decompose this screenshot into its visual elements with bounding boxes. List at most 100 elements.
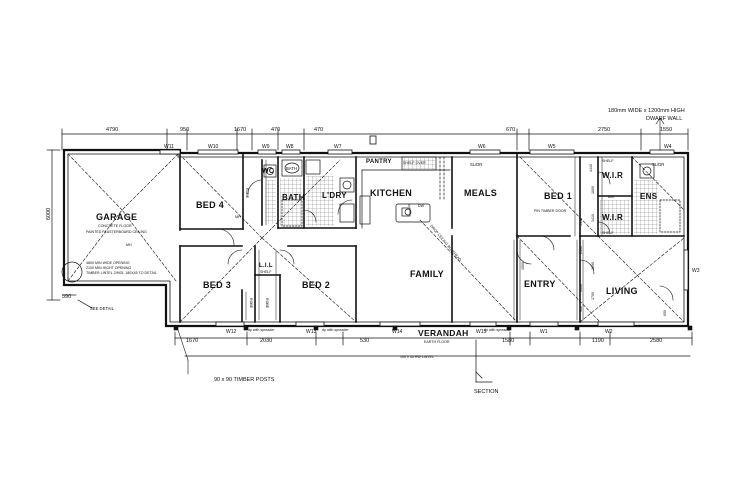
windows-top <box>159 149 675 155</box>
room-entry: ENTRY <box>524 279 556 289</box>
tile-areas <box>266 158 658 234</box>
dim-left: 6000 <box>46 208 52 220</box>
window-w7: W7 <box>334 144 342 150</box>
north-marker-icon <box>369 135 377 145</box>
bottom-dimension-line <box>174 331 693 357</box>
room-bed3: BED 3 <box>203 280 231 290</box>
side-dim-4: 1890 <box>591 262 595 270</box>
window-w1: W1 <box>540 329 548 335</box>
top-dimension-labels: 4790 950 1670 470 470 670 2750 1550 <box>106 127 672 133</box>
bath-fixture-label: BATH <box>286 166 297 171</box>
dim-bottom-6: 2580 <box>650 338 662 344</box>
room-wir-bottom: W.I.R <box>602 213 623 222</box>
room-bed4: BED 4 <box>196 200 224 210</box>
section-label: SECTION <box>474 389 498 395</box>
interior-walls <box>179 152 685 323</box>
island-sink: S <box>408 204 411 208</box>
dim-bottom-4: 1580 <box>502 338 514 344</box>
windows-bottom <box>215 249 689 327</box>
robe-bed3-label: ROBE <box>249 298 253 309</box>
verandah-floor-note: EARTH FLOOR <box>424 340 450 344</box>
window-w10: W10 <box>208 144 219 150</box>
garage-opening-note-2: 2100 MIN HIGHT OPENING <box>86 266 131 270</box>
room-bed2: BED 2 <box>302 280 330 290</box>
mh-bed4-label: MH <box>235 215 241 219</box>
window-w2: W2 <box>605 329 613 335</box>
room-bath: BATH <box>282 193 305 202</box>
dim-top-6: 670 <box>506 127 515 133</box>
dim-bottom-1: 1670 <box>186 338 198 344</box>
side-dim-12: 650 <box>663 310 667 316</box>
robe-bed2-label: ROBE <box>265 298 269 309</box>
room-meals: MEALS <box>464 188 497 198</box>
window-w5: W5 <box>548 144 556 150</box>
dim-top-7: 2750 <box>598 127 610 133</box>
window-w15: W15 <box>476 329 487 335</box>
window-labels: W11 W10 W9 W8 W7 W6 W5 W4 W3 W2 W1 W12 W… <box>164 144 700 335</box>
side-dim-2: 1000 <box>591 186 595 194</box>
kitchen-benches <box>361 156 451 229</box>
dim-top-8: 1550 <box>660 127 672 133</box>
window-w4: W4 <box>664 144 672 150</box>
dwarf-wall-note-2: DWARF WALL <box>646 116 682 122</box>
garage-floor-note: CONCRETE FLOOR <box>98 224 132 228</box>
side-dim-10: 800 <box>608 195 614 199</box>
garage-opening-note-3: TIMBER LINTEL 2/MGL 180X45 TO DETAIL <box>86 271 157 275</box>
pantry-shelf-note: SHELF OVER <box>403 161 426 165</box>
top-dimension-line <box>61 128 689 151</box>
room-verandah: VERANDAH <box>418 328 469 338</box>
side-dimension-labels: 1410 1000 1410 1890 1700 2100 3300 1500 … <box>521 164 667 316</box>
dim-top-1: 4790 <box>106 127 118 133</box>
dim-garage-small: 590 <box>62 294 71 300</box>
window-w9: W9 <box>262 144 270 150</box>
window-w6: W6 <box>478 144 486 150</box>
window-w14: W14 <box>392 329 403 335</box>
side-dim-5: 1700 <box>591 292 595 300</box>
dim-top-4: 470 <box>271 127 280 133</box>
room-kitchen: KITCHEN <box>370 188 412 198</box>
pin-timber-door-note: PIN TIMBER DOOR <box>534 209 567 213</box>
room-labels: GARAGE CONCRETE FLOOR PAINTED PLASTERBOA… <box>86 159 664 344</box>
left-dimension-line <box>46 149 61 301</box>
island-dishwasher: DW <box>418 204 425 208</box>
timber-posts-note: 90 x 90 TIMBER POSTS <box>214 377 275 383</box>
dim-bottom-2: 2030 <box>260 338 272 344</box>
dp-spreader-1: dp with spreader <box>248 328 275 332</box>
dp-spreader-2: dp with spreader <box>322 328 349 332</box>
side-dim-1: 1410 <box>589 164 593 172</box>
verandah-lintel-note: 100 x 45 HW LINTEL <box>400 355 434 359</box>
room-ensuite: ENS <box>640 192 658 201</box>
ensuite-slider-door: SL/DR <box>652 162 664 167</box>
side-dim-3: 1410 <box>591 214 595 222</box>
side-dim-7: 3300 <box>579 284 583 292</box>
room-bed1: BED 1 <box>544 191 572 201</box>
wir-bottom-shelf: SHELF <box>602 231 614 235</box>
dp-spreader-3: dp with spreader <box>484 328 511 332</box>
dim-top-5: 470 <box>314 127 323 133</box>
bulkhead-note: DROP CEILING BULKHEAD <box>429 224 462 262</box>
bottom-dimension-labels: 1670 2030 530 1580 1190 2580 <box>186 338 662 344</box>
side-dim-11: 1410 <box>579 218 583 226</box>
garage-opening-detail <box>61 261 93 309</box>
window-w8: W8 <box>286 144 294 150</box>
dwarf-wall-note-1: 180mm WIDE x 1200mm HIGH <box>608 108 685 114</box>
see-detail-note: SEE DETAIL <box>90 306 115 311</box>
room-lil: L.I.L <box>259 263 273 269</box>
mh-garage-label: MH <box>126 243 132 247</box>
window-w13: W13 <box>306 329 317 335</box>
room-wir-top: W.I.R <box>602 171 623 180</box>
side-dim-6: 2100 <box>579 246 583 254</box>
side-dim-8: 1500 <box>521 262 525 270</box>
room-family: FAMILY <box>410 269 444 279</box>
posts-callout <box>177 329 189 375</box>
window-w3: W3 <box>692 268 700 274</box>
dim-top-3: 1670 <box>234 127 246 133</box>
dim-bottom-5: 1190 <box>592 338 604 344</box>
robe-bed4-label: ROBE <box>245 188 249 199</box>
wir-top-shelf: SHELF <box>602 159 614 163</box>
hall-shelf-label: SHELF <box>260 270 272 274</box>
window-w12: W12 <box>226 329 237 335</box>
meals-slider-door: SL/DR <box>470 162 482 167</box>
room-pantry: PANTRY <box>366 159 392 165</box>
